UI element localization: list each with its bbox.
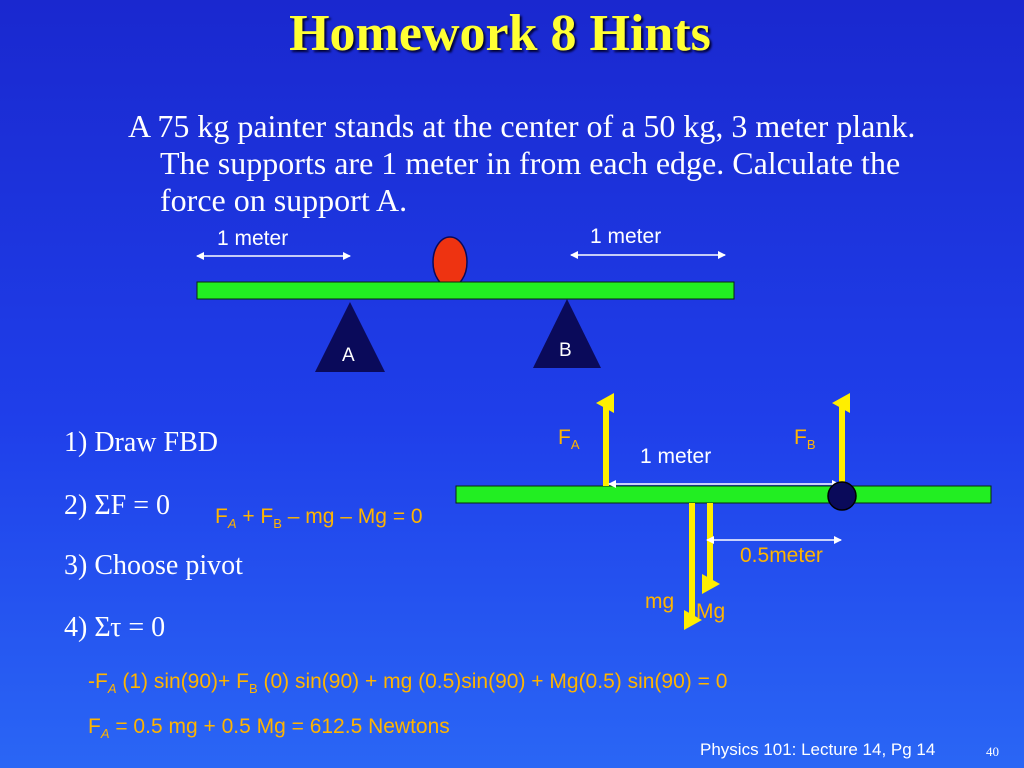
step-torque-sum: 4) Στ = 0 [64, 612, 166, 643]
right-dimension-label: 1 meter [590, 225, 662, 248]
step-force-sum: 2) ΣF = 0 [64, 490, 170, 521]
left-dimension-label: 1 meter [217, 227, 289, 250]
pivot-point [827, 481, 857, 511]
page-number: 40 [986, 744, 999, 759]
support-a-label: A [342, 345, 355, 366]
support-b-triangle [533, 299, 601, 368]
slide-title: Homework 8 Hints [289, 5, 711, 62]
seesaw-diagram [196, 236, 735, 372]
fbd-plank [455, 485, 992, 504]
force-b-label: FB [794, 426, 816, 453]
one-meter-label: 1 meter [640, 445, 712, 468]
step-draw-fbd: 1) Draw FBD [64, 427, 218, 458]
torque-sum-equation: -FA (1) sin(90)+ FB (0) sin(90) + mg (0.… [88, 670, 728, 697]
Mg-label: Mg [696, 600, 726, 623]
plank [196, 281, 735, 300]
lecture-footer: Physics 101: Lecture 14, Pg 14 [700, 740, 936, 759]
half-meter-label: 0.5meter [740, 544, 823, 567]
force-sum-equation: FA + FB – mg – Mg = 0 [215, 505, 423, 532]
problem-statement: A 75 kg painter stands at the center of … [128, 108, 916, 218]
force-a-label: FA [558, 426, 580, 453]
support-a-triangle [315, 302, 385, 372]
mg-label: mg [645, 590, 675, 613]
support-b-label: B [559, 340, 572, 361]
free-body-diagram [455, 393, 992, 630]
result-equation: FA = 0.5 mg + 0.5 Mg = 612.5 Newtons [88, 715, 450, 742]
painter-figure [432, 236, 468, 288]
step-choose-pivot: 3) Choose pivot [64, 550, 243, 581]
